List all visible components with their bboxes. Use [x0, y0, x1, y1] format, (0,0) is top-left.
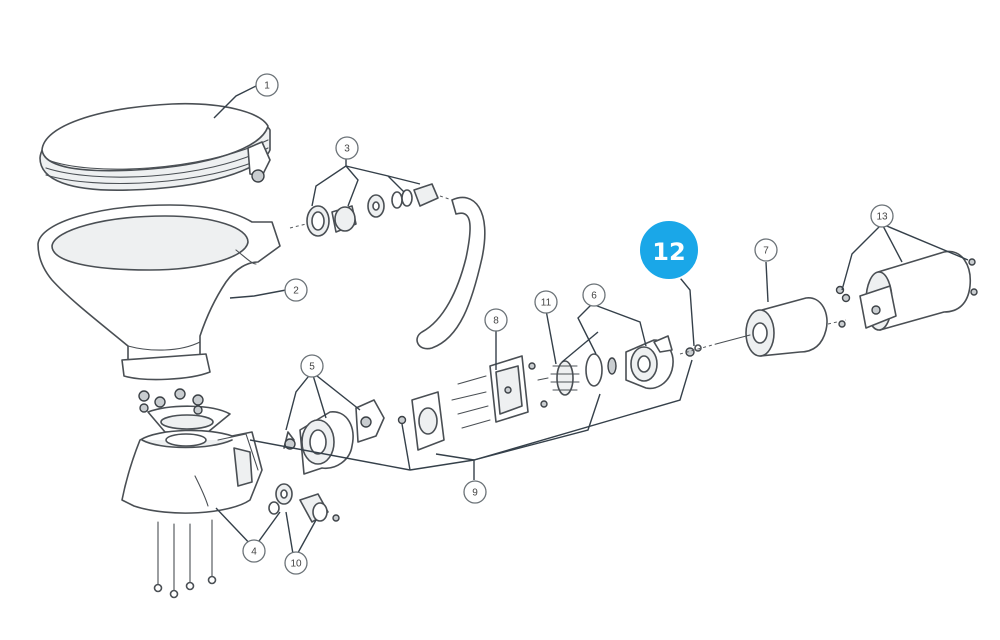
motor-end-housing [835, 250, 978, 331]
callout-5-label: 5 [309, 362, 315, 373]
callout-6: 6 [582, 283, 606, 307]
pump-impeller-housing [283, 399, 385, 475]
highlight-callout-12-label: 12 [652, 238, 685, 266]
callout-1-label: 1 [264, 81, 270, 92]
impeller [537, 360, 580, 396]
pump-end-cover [451, 355, 548, 429]
callout-8-label: 8 [493, 316, 499, 327]
callout-4-label: 4 [251, 547, 257, 558]
toilet-bowl [37, 204, 281, 381]
callout-10: 10 [284, 551, 308, 575]
callout-9-label: 9 [472, 488, 478, 499]
seal-kit-parts [679, 343, 717, 357]
callout-2-label: 2 [293, 286, 299, 297]
callout-6-label: 6 [591, 291, 597, 302]
leader-lines [213, 85, 969, 561]
flush-hose [416, 195, 486, 350]
pump-gasket-plate [397, 391, 445, 451]
base-bolts [138, 388, 217, 599]
callout-9: 9 [463, 480, 487, 504]
callout-4: 4 [242, 539, 266, 563]
highlight-callout-12: 12 [638, 219, 700, 281]
callout-11-label: 11 [541, 298, 552, 309]
callout-8: 8 [484, 308, 508, 332]
electric-motor [715, 297, 847, 357]
valve-parts [268, 483, 340, 523]
callout-11: 11 [534, 290, 558, 314]
inlet-fittings [289, 183, 439, 237]
callout-1: 1 [255, 73, 279, 97]
callout-7-label: 7 [763, 246, 769, 257]
callout-3: 3 [335, 136, 359, 160]
toilet-base [121, 405, 263, 514]
callout-13: 13 [870, 204, 894, 228]
callout-2: 2 [284, 278, 308, 302]
callout-10-label: 10 [290, 559, 302, 570]
toilet-seat-lid [39, 102, 271, 192]
callout-13-label: 13 [876, 212, 888, 223]
callout-3-label: 3 [344, 144, 350, 155]
pump-seal-flange [585, 335, 674, 390]
callout-7: 7 [754, 238, 778, 262]
callout-5: 5 [300, 354, 324, 378]
